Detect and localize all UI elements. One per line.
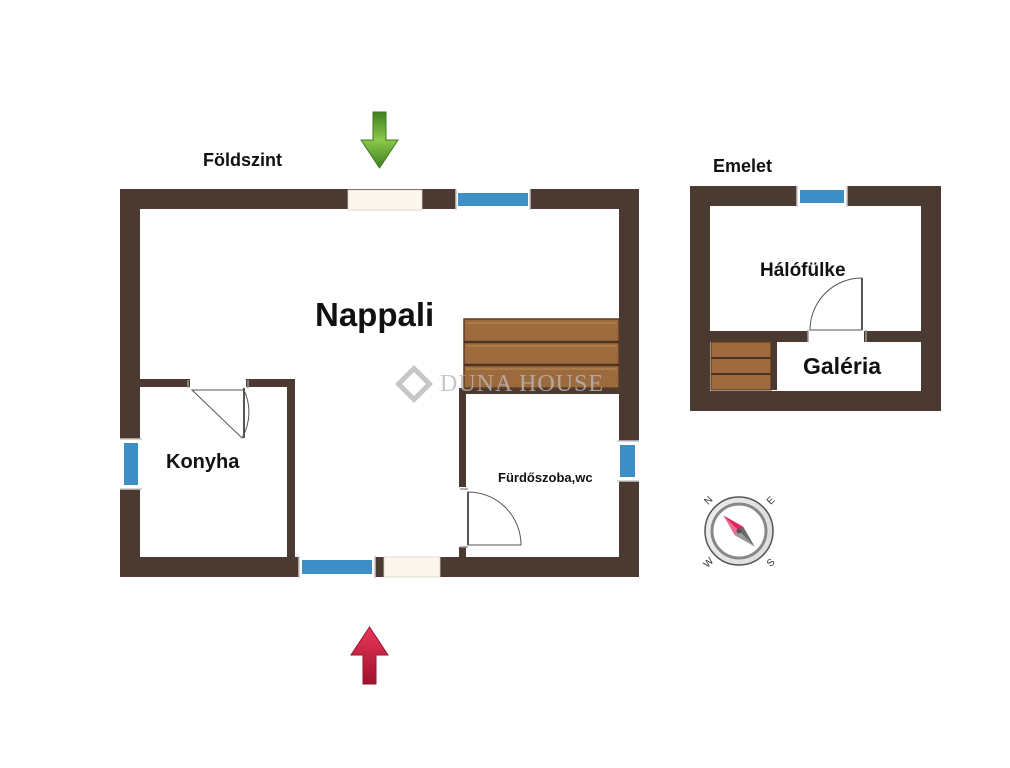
bathroom-label: Fürdőszoba,wc: [498, 470, 593, 485]
watermark-logo-icon: [395, 365, 433, 403]
ground-floor-plan: [120, 189, 639, 578]
window-bathroom: [617, 440, 639, 482]
gallery-label: Galéria: [803, 353, 881, 379]
entry-arrow: [350, 626, 389, 685]
exit-arrow: [360, 111, 399, 169]
entrance-door-top: [347, 189, 423, 211]
upper-floor-plan: [690, 186, 941, 411]
window-top: [455, 189, 531, 210]
compass-w: W: [702, 556, 717, 571]
window-kitchen: [120, 438, 142, 490]
compass: N E S W: [702, 494, 778, 571]
sleeping-nook-door: [807, 277, 867, 342]
kitchen-door: [187, 378, 250, 439]
kitchen-wall-right: [287, 379, 295, 557]
watermark-text: DUNA HOUSE: [440, 371, 604, 397]
compass-n: N: [703, 495, 716, 508]
compass-s: S: [765, 557, 778, 570]
living-room-label: Nappali: [315, 296, 434, 333]
window-bottom: [298, 556, 376, 578]
sleeping-nook-label: Hálófülke: [760, 260, 846, 281]
bathroom-door: [458, 487, 522, 548]
watermark: DUNA HOUSE: [395, 365, 604, 403]
bathroom-wall-left: [459, 388, 466, 557]
upper-floor-label: Emelet: [713, 156, 772, 176]
gallery-railing: [771, 342, 777, 390]
ground-floor-label: Földszint: [203, 150, 282, 170]
entrance-door-bottom: [383, 556, 441, 578]
kitchen-label: Konyha: [166, 451, 240, 473]
compass-e: E: [765, 494, 778, 507]
staircase: [463, 318, 620, 389]
bathroom-wall-top: [459, 388, 620, 394]
window-upper: [796, 186, 848, 207]
upper-staircase: [710, 341, 772, 391]
